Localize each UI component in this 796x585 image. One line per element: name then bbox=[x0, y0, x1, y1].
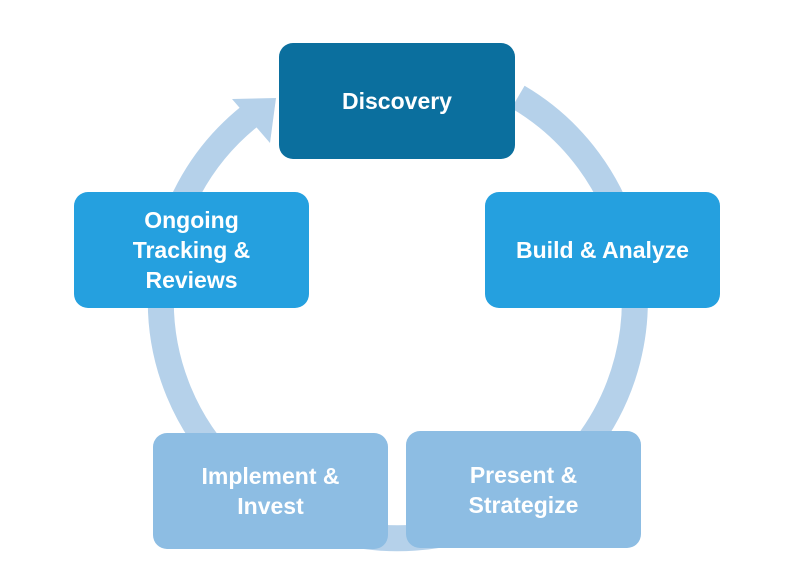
arrow-head-icon bbox=[232, 98, 276, 143]
step-implement-invest-label: Implement & Invest bbox=[201, 463, 340, 519]
step-ongoing-tracking-reviews-label: Ongoing Tracking & Reviews bbox=[132, 207, 251, 293]
step-implement-invest: Implement & Invest bbox=[153, 433, 388, 549]
step-build-analyze-label: Build & Analyze bbox=[516, 237, 689, 263]
step-present-strategize: Present & Strategize bbox=[406, 431, 641, 548]
step-discovery: Discovery bbox=[279, 43, 515, 159]
step-build-analyze: Build & Analyze bbox=[485, 192, 720, 308]
step-present-strategize-label: Present & Strategize bbox=[468, 461, 579, 518]
step-discovery-label: Discovery bbox=[342, 88, 452, 114]
step-ongoing-tracking-reviews: Ongoing Tracking & Reviews bbox=[74, 192, 309, 308]
